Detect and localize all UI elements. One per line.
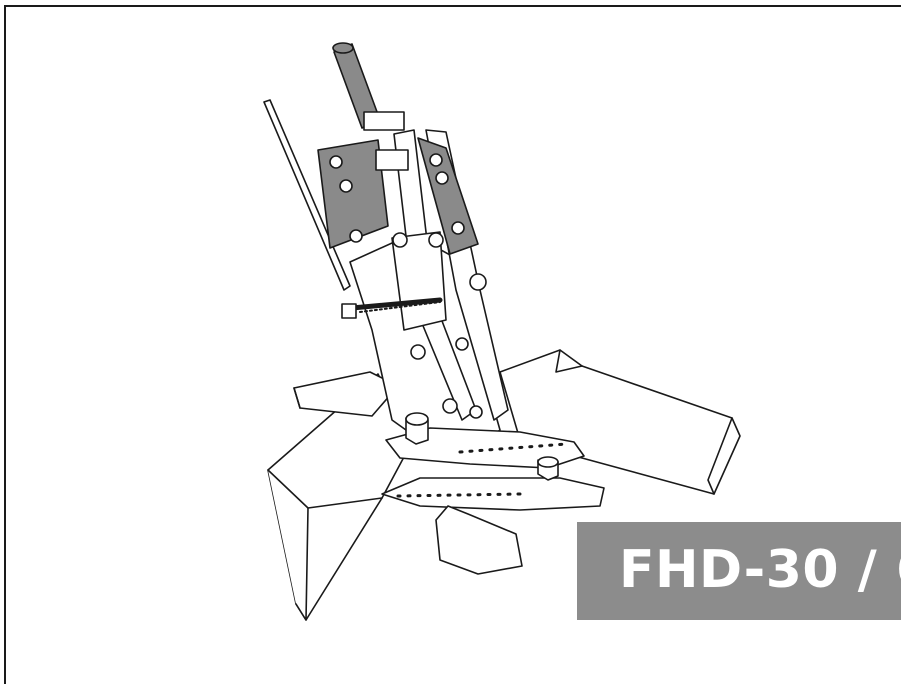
mounting-plate-right: [417, 137, 479, 255]
lower-scale-plate: [381, 477, 605, 511]
handle-cylinder: [332, 42, 409, 171]
right-wing-blade: [499, 349, 741, 495]
mast-bolts: [392, 232, 487, 419]
pin-left: [405, 412, 429, 445]
guide-rod: [263, 99, 351, 291]
pin-right: [537, 456, 559, 481]
left-wing-blade: [267, 373, 413, 621]
skid-shoe: [435, 505, 523, 575]
model-label-box: FHD-30 / 6: [577, 522, 901, 620]
mounting-plate-left: [317, 139, 389, 249]
upper-scale-plate: [385, 427, 585, 469]
adjusting-screw: [341, 297, 443, 319]
model-label: FHD-30 / 6: [619, 540, 901, 600]
back-left-blade: [293, 371, 399, 417]
